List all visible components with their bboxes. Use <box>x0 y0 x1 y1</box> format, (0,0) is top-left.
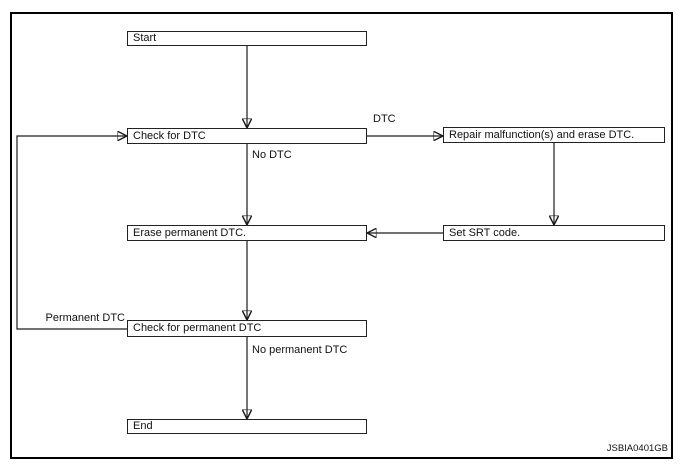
edge-feedback-permanent-dtc <box>16 136 127 330</box>
flow-node-start-label: Start <box>133 32 157 44</box>
flow-node-erase-permanent-dtc: Erase permanent DTC. <box>127 225 367 241</box>
flow-node-end: End <box>127 419 367 434</box>
flow-node-set-srt-code-label: Set SRT code. <box>449 226 521 239</box>
flow-node-check-dtc-label: Check for DTC <box>133 129 206 142</box>
flow-node-repair-malfunction: Repair malfunction(s) and erase DTC. <box>443 127 665 143</box>
flow-node-check-permanent-dtc: Check for permanent DTC <box>127 320 367 337</box>
flow-node-end-label: End <box>133 420 153 432</box>
edge-label-no-dtc: No DTC <box>252 149 292 161</box>
diagram-frame <box>10 12 673 459</box>
edge-label-permanent-dtc: Permanent DTC <box>38 313 125 324</box>
flow-node-set-srt-code: Set SRT code. <box>443 225 665 241</box>
edge-label-no-permanent-dtc: No permanent DTC <box>252 344 348 356</box>
flow-node-check-permanent-dtc-label: Check for permanent DTC <box>133 322 262 334</box>
flow-node-start: Start <box>127 31 367 46</box>
edge-label-dtc: DTC <box>373 113 396 125</box>
flow-node-repair-malfunction-label: Repair malfunction(s) and erase DTC. <box>449 128 635 141</box>
flow-node-check-dtc: Check for DTC <box>127 128 367 144</box>
figure-code: JSBIA0401GB <box>606 443 668 454</box>
flow-node-erase-permanent-dtc-label: Erase permanent DTC. <box>133 226 247 239</box>
